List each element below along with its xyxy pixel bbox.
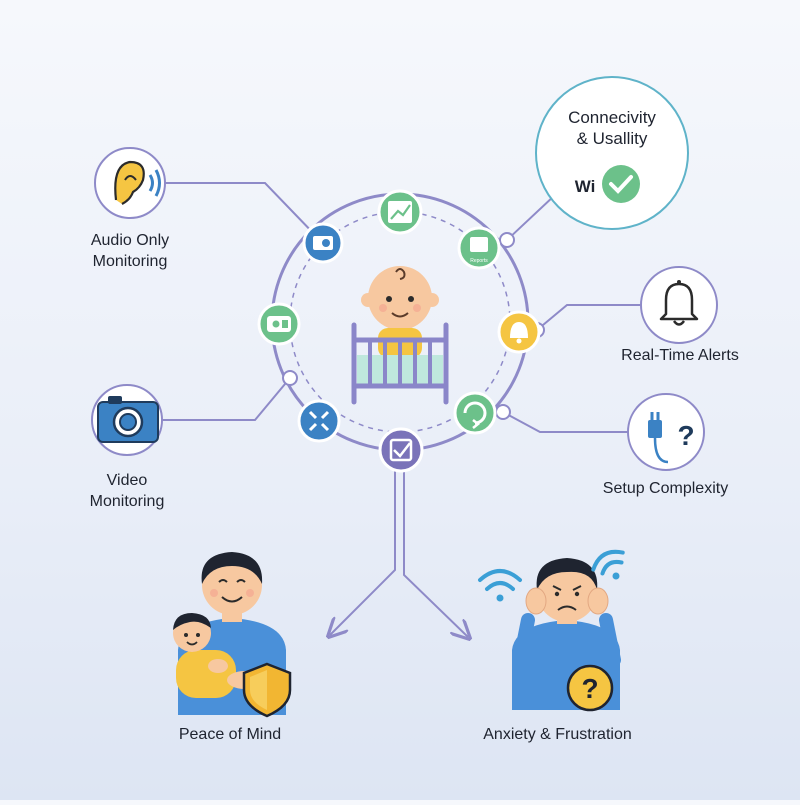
audio-label-line2: Monitoring [92,253,168,270]
ring-node-audio[interactable] [302,222,344,264]
plug-question-icon: ? [627,393,705,471]
connectors [160,182,640,637]
stressed-parent-illustration: ? [478,549,625,712]
wifi-check-icon [535,76,689,230]
video-monitoring-label: Video Monitoring [67,470,187,512]
connector-setup [502,411,628,433]
peace-of-mind-label: Peace of Mind [178,726,282,743]
alerts-label: Real-Time Alerts [621,347,739,364]
ring-node-expand[interactable] [297,399,341,443]
connector-anxiety [403,460,468,637]
connector-video [160,377,291,421]
audio-label-line1: Audio Only [90,232,170,249]
audio-monitoring-label: Audio Only Monitoring [70,230,190,272]
svg-text:?: ? [677,420,694,451]
connector-audio [165,182,319,239]
bell-icon [640,266,718,344]
ring-node-check[interactable] [378,427,424,473]
connector-peace [330,460,396,635]
connectivity-label: Connecivity & Usallity [542,107,682,149]
ring-node-chart[interactable] [377,189,423,235]
video-label-line2: Monitoring [89,493,165,510]
ear-sound-icon [94,147,166,219]
connectivity-label-line1: Connecivity [568,108,656,127]
reports-tiny-label: Reports [470,258,488,264]
connectivity-label-line2: & Usallity [576,129,648,148]
setup-label: Setup Complexity [602,480,729,497]
parent-baby-illustration [173,552,292,718]
ring-node-recycle[interactable] [453,391,497,435]
camera-icon [91,384,163,456]
ring-node-reports[interactable]: Reports [457,226,501,270]
svg-text:?: ? [581,673,598,704]
connector-alerts [536,304,640,331]
ring-node-bell[interactable] [497,310,541,354]
ring-node-radio[interactable] [257,302,301,346]
video-label-line1: Video [106,472,148,489]
connector-connectivity [506,194,556,241]
baby-crib-icon [351,266,449,405]
connectivity-wifi-label: Wi [574,177,596,196]
anxiety-label: Anxiety & Frustration [483,726,632,743]
